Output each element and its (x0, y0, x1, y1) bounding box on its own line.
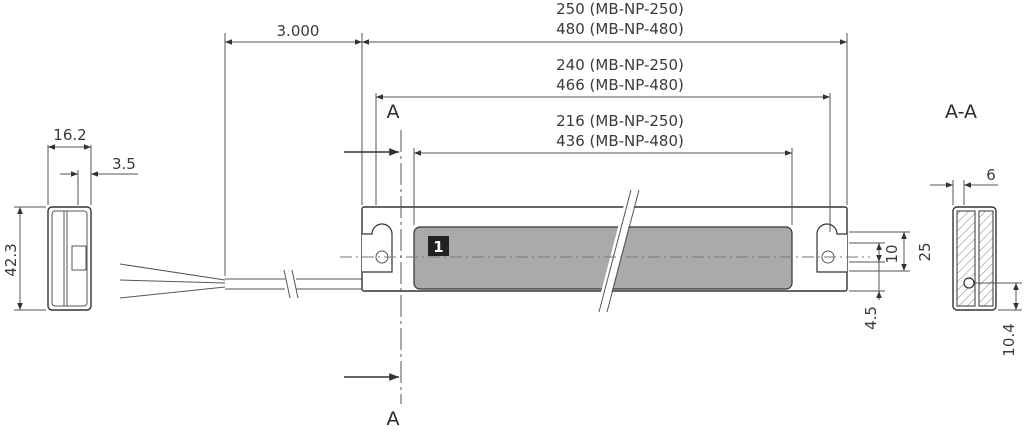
marker-label: 1 (433, 238, 443, 256)
inner-length-b: 436 (MB-NP-480) (556, 132, 684, 150)
section-width-label: 6 (986, 166, 996, 184)
section-view-title: A-A (945, 101, 977, 123)
right-slot (816, 223, 847, 273)
section-offset-label: 10.4 (1000, 323, 1018, 356)
inner-length-a: 216 (MB-NP-250) (556, 112, 684, 130)
hole-dia-label: 10 (883, 244, 901, 263)
side-width-label: 16.2 (53, 126, 86, 144)
cable (119, 263, 362, 299)
section-mark-top: A (387, 101, 400, 123)
marker-badge (428, 236, 449, 256)
top-dimensions: 3.000 250 (MB-NP-250) 480 (MB-NP-480) 24… (224, 0, 848, 276)
mid-length-a: 240 (MB-NP-250) (556, 56, 684, 74)
hole-offset-label: 4.5 (862, 306, 880, 330)
sensor-body: 1 (340, 188, 870, 314)
section-mark-bottom: A (387, 408, 400, 430)
cable-length-label: 3.000 (277, 22, 320, 40)
mid-length-b: 466 (MB-NP-480) (556, 76, 684, 94)
hole-spacing-label: 25 (916, 242, 934, 261)
sensor-label-area (413, 226, 793, 290)
section-view: A-A 6 10.4 (930, 101, 1022, 357)
side-height-label: 42.3 (2, 243, 20, 276)
slot-dimensions: 10 25 4.5 (849, 231, 934, 330)
section-hole (963, 277, 975, 289)
overall-length-a: 250 (MB-NP-250) (556, 0, 684, 18)
side-body (47, 206, 92, 311)
side-offset-label: 3.5 (112, 155, 136, 173)
overall-length-b: 480 (MB-NP-480) (556, 20, 684, 38)
section-line: A A (344, 101, 402, 430)
left-slot (362, 223, 393, 273)
side-view: 16.2 3.5 42.3 (2, 126, 138, 311)
